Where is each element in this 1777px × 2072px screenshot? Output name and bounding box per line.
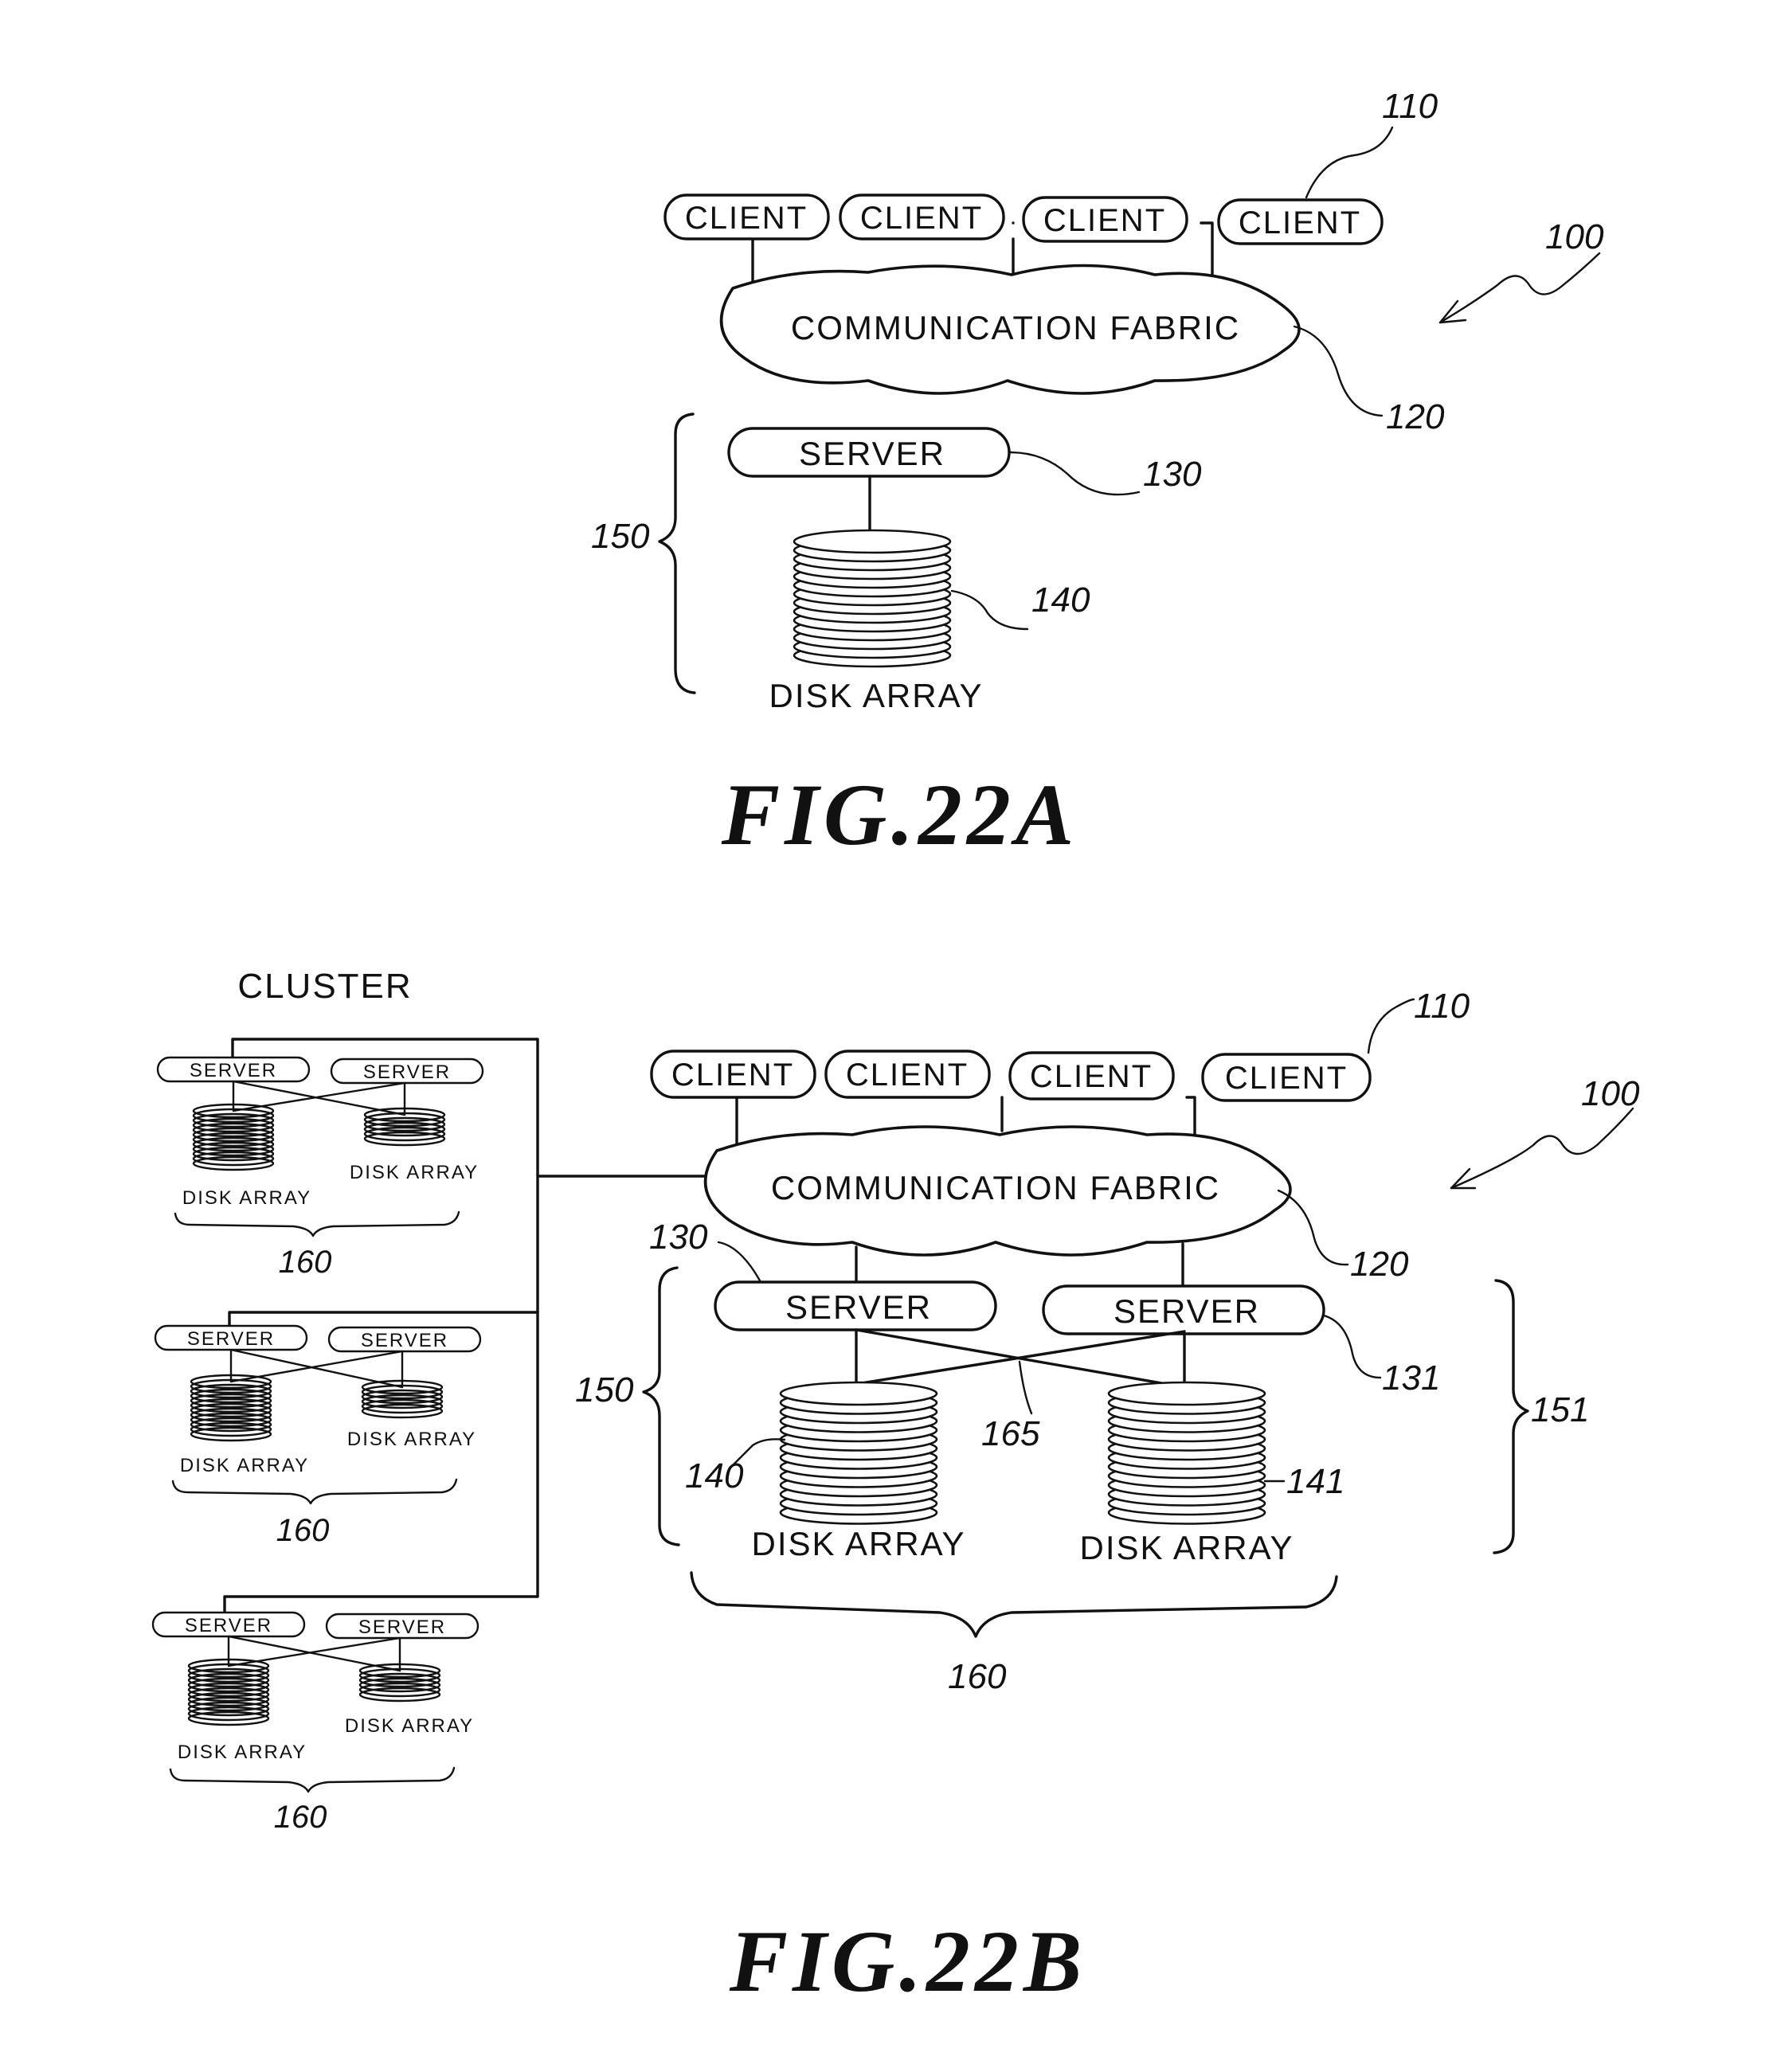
ref-numeral: 100 [1581, 1074, 1640, 1113]
cluster-unit: SERVER SERVER DISK ARRAY DISK ARRAY 160 [158, 1058, 483, 1280]
communication-fabric-cloud: COMMUNICATION FABRIC [706, 1127, 1290, 1255]
server-node: SERVER [729, 428, 1009, 476]
disk-platter [794, 530, 950, 553]
arrow-head [1440, 301, 1466, 323]
ref-numeral: 160 [274, 1800, 327, 1835]
leader-line [1010, 452, 1139, 495]
disk-array-stack [794, 530, 950, 667]
client-node: CLIENT [1219, 200, 1382, 244]
communication-fabric-cloud: COMMUNICATION FABRIC [722, 266, 1299, 394]
group-brace [660, 414, 695, 693]
ref-numeral: 131 [1382, 1359, 1440, 1398]
client-label: CLIENT [860, 201, 983, 236]
figure-22a: CLIENT CLIENT CLIENT CLIENT COMMUNICATIO… [591, 87, 1604, 863]
disk-platter [781, 1382, 937, 1405]
client-label: CLIENT [1030, 1059, 1153, 1094]
ref-numeral: 165 [981, 1414, 1040, 1453]
ref-numeral: 130 [1143, 455, 1202, 494]
server-node: SERVER [1043, 1286, 1324, 1334]
ref-numeral: 151 [1531, 1390, 1589, 1429]
server-node: SERVER [715, 1282, 996, 1330]
leader-line [1294, 326, 1382, 416]
client-label: CLIENT [671, 1058, 794, 1093]
fabric-label: COMMUNICATION FABRIC [771, 1169, 1220, 1206]
ref-numeral: 160 [276, 1513, 330, 1548]
cluster-disk-label: DISK ARRAY [180, 1455, 309, 1476]
client-label: CLIENT [1239, 205, 1361, 240]
disk-array-stack [1109, 1382, 1265, 1524]
cluster-disk-label: DISK ARRAY [178, 1742, 307, 1763]
cluster-server-label: SERVER [185, 1615, 272, 1636]
ref-numeral: 160 [279, 1245, 332, 1280]
disk-array-stack [781, 1382, 937, 1524]
figure-caption: FIG.22B [729, 1913, 1086, 2010]
leader-line [1368, 999, 1414, 1053]
cluster-server-label: SERVER [358, 1617, 446, 1638]
group-brace [644, 1268, 679, 1545]
cluster-brace [170, 1768, 454, 1792]
ref-numeral: 120 [1350, 1245, 1409, 1284]
cluster-disk-label: DISK ARRAY [182, 1187, 311, 1209]
cluster-unit: SERVER SERVER DISK ARRAY DISK ARRAY 160 [153, 1613, 478, 1835]
leader-line [952, 591, 1027, 629]
client-label: CLIENT [685, 201, 808, 236]
client-label: CLIENT [846, 1058, 969, 1093]
client-node: CLIENT [826, 1051, 989, 1097]
cluster-title: CLUSTER [237, 967, 412, 1006]
cluster-disk-label: DISK ARRAY [350, 1162, 479, 1183]
figure-22b: CLUSTER SERVER SERVER DISK ARRAY DISK ARRAY… [153, 967, 1640, 2010]
disk-platter [1109, 1382, 1265, 1405]
cluster-brace [175, 1212, 459, 1236]
ref-numeral: 141 [1286, 1462, 1344, 1501]
cluster-disk-label: DISK ARRAY [347, 1429, 476, 1450]
system-arrow [1440, 253, 1599, 323]
fabric-label: COMMUNICATION FABRIC [791, 309, 1240, 346]
ref-numeral: 140 [1031, 581, 1090, 620]
ref-numeral: 160 [948, 1657, 1007, 1696]
client-node: CLIENT [1203, 1054, 1370, 1101]
ref-numeral: 110 [1382, 87, 1438, 126]
client-node: CLIENT [665, 195, 828, 239]
cluster-brace [173, 1480, 456, 1503]
server-label: SERVER [799, 435, 945, 472]
figure-caption: FIG.22A [721, 766, 1078, 863]
leader-line [1278, 1190, 1348, 1265]
ref-numeral: 140 [685, 1456, 744, 1495]
client-label: CLIENT [1043, 203, 1166, 238]
pair-brace [691, 1573, 1337, 1636]
ref-numeral: 130 [649, 1218, 708, 1257]
client-node: CLIENT [652, 1051, 815, 1097]
client-node: CLIENT [1024, 197, 1187, 241]
ref-numeral: 120 [1386, 397, 1445, 436]
cluster-server-label: SERVER [361, 1330, 448, 1351]
disk-array-label: DISK ARRAY [752, 1525, 966, 1562]
ref-numeral: 150 [575, 1370, 634, 1409]
group-brace [1494, 1280, 1528, 1553]
cluster-unit: SERVER SERVER DISK ARRAY DISK ARRAY 160 [155, 1326, 480, 1548]
leader-line [1324, 1316, 1380, 1378]
ref-numeral: 100 [1545, 217, 1604, 256]
client-node: CLIENT [840, 195, 1004, 239]
client-label: CLIENT [1225, 1061, 1348, 1096]
client-node: CLIENT [1010, 1053, 1173, 1099]
ref-numeral: 150 [591, 517, 650, 556]
disk-array-label: DISK ARRAY [769, 677, 984, 714]
cluster-server-label: SERVER [363, 1061, 451, 1083]
cluster-server-label: SERVER [187, 1328, 275, 1350]
server-label: SERVER [1114, 1292, 1260, 1330]
leader-line [718, 1242, 761, 1282]
leader-line [1020, 1362, 1031, 1413]
system-arrow [1451, 1108, 1633, 1188]
server-label: SERVER [785, 1288, 932, 1326]
cluster-disk-label: DISK ARRAY [345, 1715, 474, 1737]
leader-line [1306, 127, 1392, 197]
ref-numeral: 110 [1414, 987, 1470, 1026]
disk-array-label: DISK ARRAY [1080, 1529, 1294, 1566]
cluster-server-label: SERVER [190, 1060, 277, 1081]
cluster-units: SERVERSERVERDISK ARRAYDISK ARRAY160SERVE… [153, 1058, 483, 1835]
